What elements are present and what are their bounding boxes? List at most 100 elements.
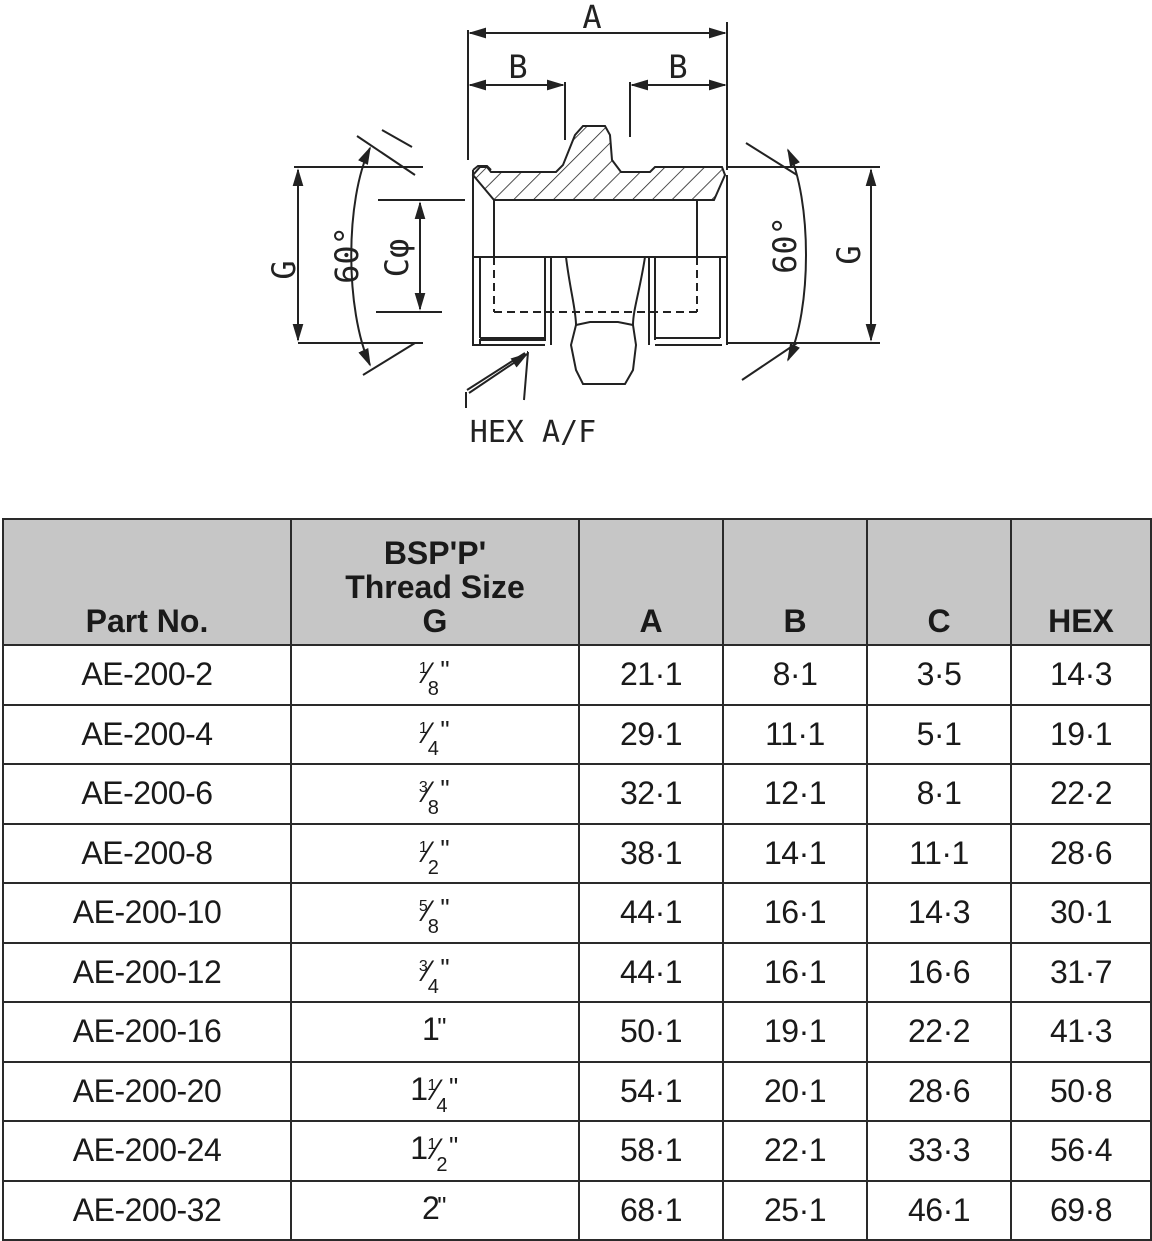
thread-size-value: 1" <box>421 1011 447 1048</box>
header-thread-size: BSP'P' Thread Size G <box>290 518 580 646</box>
header-part-no: Part No. <box>2 518 292 646</box>
dim-a-cell: 44·1 <box>578 941 724 1003</box>
thread-size-value: 3⁄4" <box>418 952 450 998</box>
technical-drawing: A B B G G 60° 60° Cφ HEX A/F <box>0 0 1152 470</box>
table-row: AE-200-8 1⁄2" 38·1 14·1 11·1 28·6 <box>2 822 1152 884</box>
part-number-cell: AE-200-2 <box>2 644 292 706</box>
table-row: AE-200-20 11⁄4" 54·1 20·1 28·6 50·8 <box>2 1060 1152 1122</box>
dim-b-cell: 25·1 <box>722 1179 868 1241</box>
table-row: AE-200-24 11⁄2" 58·1 22·1 33·3 56·4 <box>2 1120 1152 1182</box>
dim-c-cell: 3·5 <box>866 644 1012 706</box>
dim-label-g-left: G <box>265 260 303 279</box>
dim-c-cell: 22·2 <box>866 1001 1012 1063</box>
thread-size-value: 3⁄8" <box>418 774 450 820</box>
hex-af-label: HEX A/F <box>470 415 596 450</box>
thread-size-cell: 1" <box>290 1001 580 1063</box>
part-number-cell: AE-200-6 <box>2 763 292 825</box>
header-thread-line1: BSP'P' <box>383 535 487 571</box>
thread-size-cell: 1⁄8" <box>290 644 580 706</box>
hex-cell: 69·8 <box>1010 1179 1152 1241</box>
table-row: AE-200-32 2" 68·1 25·1 46·1 69·8 <box>2 1179 1152 1241</box>
dim-label-c: Cφ <box>378 239 416 278</box>
header-b: B <box>722 518 868 646</box>
table-header-row: Part No. BSP'P' Thread Size G A B C HEX <box>2 518 1152 646</box>
hex-cell: 50·8 <box>1010 1060 1152 1122</box>
dim-a-cell: 54·1 <box>578 1060 724 1122</box>
thread-size-cell: 3⁄8" <box>290 763 580 825</box>
dim-a-cell: 21·1 <box>578 644 724 706</box>
hex-cell: 41·3 <box>1010 1001 1152 1063</box>
dim-b-cell: 14·1 <box>722 822 868 884</box>
thread-size-value: 1⁄4" <box>418 714 450 760</box>
thread-size-value: 11⁄4" <box>410 1070 458 1117</box>
dim-b-cell: 16·1 <box>722 941 868 1003</box>
thread-size-cell: 11⁄4" <box>290 1060 580 1122</box>
dim-b-cell: 20·1 <box>722 1060 868 1122</box>
table-row: AE-200-6 3⁄8" 32·1 12·1 8·1 22·2 <box>2 763 1152 825</box>
header-thread-line3: G <box>422 603 448 639</box>
thread-size-cell: 5⁄8" <box>290 882 580 944</box>
part-number-cell: AE-200-24 <box>2 1120 292 1182</box>
dim-a-cell: 44·1 <box>578 882 724 944</box>
table-row: AE-200-2 1⁄8" 21·1 8·1 3·5 14·3 <box>2 644 1152 706</box>
dim-b-cell: 22·1 <box>722 1120 868 1182</box>
part-number-cell: AE-200-20 <box>2 1060 292 1122</box>
dim-label-b-left: B <box>508 48 527 86</box>
table-row: AE-200-4 1⁄4" 29·1 11·1 5·1 19·1 <box>2 703 1152 765</box>
part-number-cell: AE-200-12 <box>2 941 292 1003</box>
thread-size-value: 2" <box>421 1189 447 1226</box>
dim-c-cell: 11·1 <box>866 822 1012 884</box>
table-row: AE-200-10 5⁄8" 44·1 16·1 14·3 30·1 <box>2 882 1152 944</box>
thread-size-cell: 1⁄4" <box>290 703 580 765</box>
dim-a-cell: 68·1 <box>578 1179 724 1241</box>
table-row: AE-200-12 3⁄4" 44·1 16·1 16·6 31·7 <box>2 941 1152 1003</box>
part-number-cell: AE-200-4 <box>2 703 292 765</box>
hex-cell: 19·1 <box>1010 703 1152 765</box>
dim-b-cell: 11·1 <box>722 703 868 765</box>
dim-label-g-right: G <box>830 245 868 264</box>
thread-size-value: 1⁄8" <box>418 655 450 701</box>
dim-c-cell: 28·6 <box>866 1060 1012 1122</box>
dim-b-cell: 8·1 <box>722 644 868 706</box>
thread-size-cell: 1⁄2" <box>290 822 580 884</box>
dim-c-cell: 14·3 <box>866 882 1012 944</box>
header-thread-line2: Thread Size <box>345 569 525 605</box>
dim-b-cell: 16·1 <box>722 882 868 944</box>
dim-b-cell: 12·1 <box>722 763 868 825</box>
dim-c-cell: 8·1 <box>866 763 1012 825</box>
dim-c-cell: 5·1 <box>866 703 1012 765</box>
hex-cell: 28·6 <box>1010 822 1152 884</box>
part-number-cell: AE-200-32 <box>2 1179 292 1241</box>
part-number-cell: AE-200-16 <box>2 1001 292 1063</box>
dim-a-cell: 50·1 <box>578 1001 724 1063</box>
thread-size-cell: 3⁄4" <box>290 941 580 1003</box>
dimensions-table: Part No. BSP'P' Thread Size G A B C HEX … <box>2 518 1152 1241</box>
thread-size-value: 11⁄2" <box>410 1130 458 1177</box>
header-c: C <box>866 518 1012 646</box>
table-row: AE-200-16 1" 50·1 19·1 22·2 41·3 <box>2 1001 1152 1063</box>
dim-a-cell: 29·1 <box>578 703 724 765</box>
part-number-cell: AE-200-10 <box>2 882 292 944</box>
header-a: A <box>578 518 724 646</box>
dim-c-cell: 46·1 <box>866 1179 1012 1241</box>
dim-a-cell: 32·1 <box>578 763 724 825</box>
header-hex: HEX <box>1010 518 1152 646</box>
hex-cell: 31·7 <box>1010 941 1152 1003</box>
dim-a-cell: 38·1 <box>578 822 724 884</box>
dim-label-a: A <box>582 0 601 36</box>
angle-label-left: 60° <box>328 226 366 284</box>
fitting-diagram: A B B G G 60° 60° Cφ HEX A/F <box>265 0 880 450</box>
thread-size-value: 5⁄8" <box>418 893 450 939</box>
thread-size-cell: 11⁄2" <box>290 1120 580 1182</box>
thread-size-cell: 2" <box>290 1179 580 1241</box>
hex-cell: 56·4 <box>1010 1120 1152 1182</box>
part-number-cell: AE-200-8 <box>2 822 292 884</box>
dim-b-cell: 19·1 <box>722 1001 868 1063</box>
dim-label-b-right: B <box>668 48 687 86</box>
dim-c-cell: 16·6 <box>866 941 1012 1003</box>
dim-c-cell: 33·3 <box>866 1120 1012 1182</box>
hex-cell: 22·2 <box>1010 763 1152 825</box>
thread-size-value: 1⁄2" <box>418 833 450 879</box>
dim-a-cell: 58·1 <box>578 1120 724 1182</box>
hex-cell: 14·3 <box>1010 644 1152 706</box>
